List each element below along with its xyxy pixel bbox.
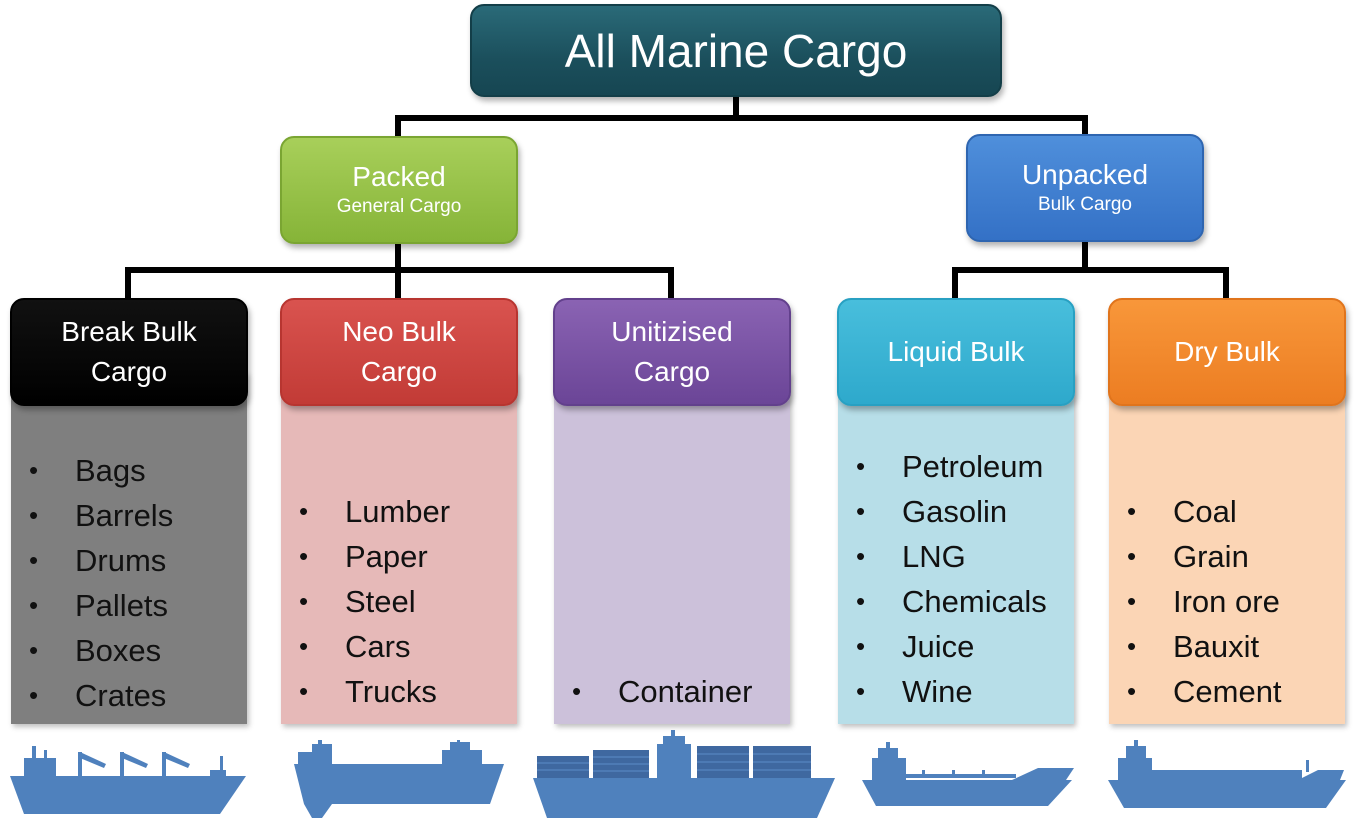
list-item: Boxes bbox=[11, 628, 247, 673]
unpacked-subtitle: Bulk Cargo bbox=[1038, 194, 1132, 215]
list-item: Iron ore bbox=[1109, 579, 1345, 624]
neo-bulk-label-line2: Cargo bbox=[360, 356, 438, 387]
list-item: Chemicals bbox=[838, 579, 1074, 624]
general-cargo-ship-icon bbox=[10, 746, 246, 814]
connector-packed-unit bbox=[395, 267, 674, 301]
container-ship-icon bbox=[533, 730, 835, 818]
list-item: Crates bbox=[11, 673, 247, 718]
list-item: Pallets bbox=[11, 583, 247, 628]
list-item: Juice bbox=[838, 624, 1074, 669]
connector-root-unpacked bbox=[733, 115, 1088, 137]
list-item: Steel bbox=[281, 579, 517, 624]
list-item: Paper bbox=[281, 534, 517, 579]
liquid-bulk-node: Liquid Bulk bbox=[837, 298, 1075, 406]
break-bulk-label-line1: Break Bulk bbox=[61, 316, 197, 347]
neo-bulk-node: Neo Bulk Cargo bbox=[280, 298, 518, 406]
packed-title: Packed bbox=[352, 161, 446, 192]
break-bulk-node: Break Bulk Cargo bbox=[10, 298, 248, 406]
packed-node: Packed General Cargo bbox=[280, 136, 518, 244]
root-node: All Marine Cargo bbox=[470, 4, 1002, 97]
bulk-carrier-ship-icon bbox=[1108, 740, 1346, 808]
dry-bulk-list: Coal Grain Iron ore Bauxit Cement bbox=[1109, 372, 1345, 724]
list-item: Cement bbox=[1109, 669, 1345, 714]
list-item: Trucks bbox=[281, 669, 517, 714]
break-bulk-label-line2: Cargo bbox=[90, 356, 168, 387]
liquid-bulk-list: Petroleum Gasolin LNG Chemicals Juice Wi… bbox=[838, 372, 1074, 724]
unitized-list: Container bbox=[554, 372, 790, 724]
unitized-label-line1: Unitizised bbox=[611, 316, 733, 347]
break-bulk-list: Bags Barrels Drums Pallets Boxes Crates bbox=[11, 372, 247, 724]
list-item: Grain bbox=[1109, 534, 1345, 579]
list-item: Bags bbox=[11, 448, 247, 493]
dry-bulk-label: Dry Bulk bbox=[1174, 336, 1280, 367]
tanker-ship-icon bbox=[862, 742, 1074, 806]
connector-unpacked-dry bbox=[1082, 267, 1229, 301]
list-item: Bauxit bbox=[1109, 624, 1345, 669]
liquid-bulk-label: Liquid Bulk bbox=[887, 336, 1025, 367]
list-item: Drums bbox=[11, 538, 247, 583]
list-item: LNG bbox=[838, 534, 1074, 579]
list-item: Petroleum bbox=[838, 444, 1074, 489]
neo-bulk-label-line1: Neo Bulk bbox=[342, 316, 456, 347]
list-item: Wine bbox=[838, 669, 1074, 714]
connector-root-packed bbox=[395, 94, 739, 139]
unpacked-node: Unpacked Bulk Cargo bbox=[966, 134, 1204, 242]
list-item: Container bbox=[554, 669, 790, 714]
dry-bulk-node: Dry Bulk bbox=[1108, 298, 1346, 406]
connector-unpacked-liquid bbox=[952, 239, 1088, 301]
unpacked-title: Unpacked bbox=[1021, 159, 1149, 190]
neo-bulk-list: Lumber Paper Steel Cars Trucks bbox=[281, 372, 517, 724]
list-item: Barrels bbox=[11, 493, 247, 538]
connector-packed-break bbox=[125, 241, 401, 301]
list-item: Gasolin bbox=[838, 489, 1074, 534]
neo-bulk-ship-icon bbox=[294, 740, 504, 818]
unitized-label-line2: Cargo bbox=[633, 356, 711, 387]
list-item: Coal bbox=[1109, 489, 1345, 534]
root-label: All Marine Cargo bbox=[564, 24, 908, 77]
packed-subtitle: General Cargo bbox=[336, 196, 462, 217]
list-item: Lumber bbox=[281, 489, 517, 534]
unitized-node: Unitizised Cargo bbox=[553, 298, 791, 406]
list-item: Cars bbox=[281, 624, 517, 669]
